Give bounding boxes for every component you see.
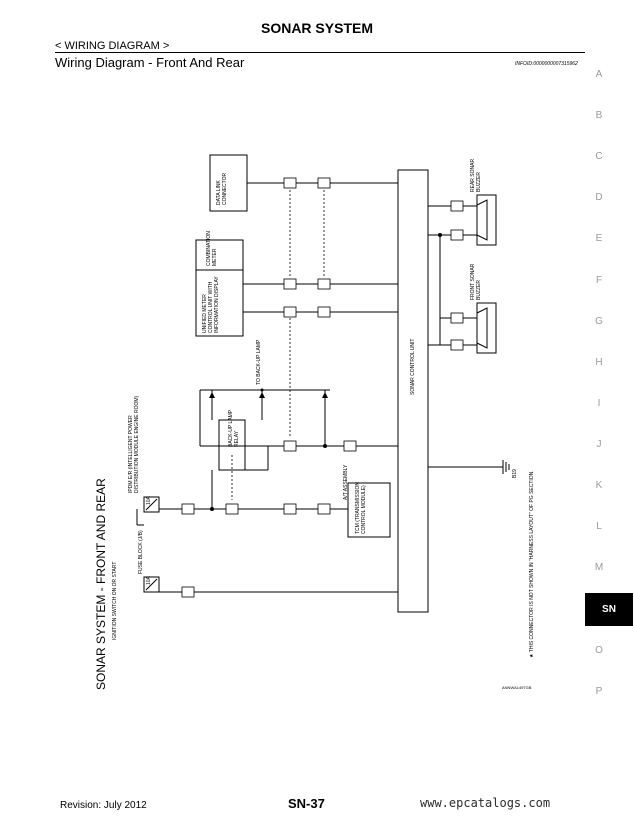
rear-buzzer-label: REAR SONAR BUZZER [470, 158, 482, 192]
sonar-control-unit-box [397, 169, 429, 613]
side-index-i[interactable]: I [597, 398, 601, 409]
breadcrumb[interactable]: < WIRING DIAGRAM > [55, 40, 170, 52]
ipdm-rating: 10A [146, 496, 152, 505]
page-title: SONAR SYSTEM [260, 20, 373, 36]
tcm-sub-label: A/T ASSEMBLY [343, 464, 349, 500]
side-index-c[interactable]: C [595, 151, 603, 162]
ignition-label: IGNITION SWITCH ON OR START [112, 561, 118, 640]
side-index-b[interactable]: B [595, 110, 603, 121]
page-number: SN-37 [288, 796, 325, 811]
info-id: INFOID:0000000007315962 [515, 61, 578, 67]
diagram-vertical-title: SONAR SYSTEM - FRONT AND REAR [94, 478, 108, 690]
sonar-control-unit-label: SONAR CONTROL UNIT [410, 338, 416, 395]
side-index-p[interactable]: P [595, 686, 603, 697]
figure-id: ANNWA1497GB [502, 685, 532, 690]
section-title: Wiring Diagram - Front And Rear [55, 55, 245, 70]
side-index-j[interactable]: J [596, 439, 602, 450]
watermark: www.epcatalogs.com [420, 796, 551, 810]
front-buzzer-label: FRONT SONAR BUZZER [470, 263, 482, 300]
side-index-m[interactable]: M [594, 562, 604, 573]
tcm-label: TCM (TRANSMISSION CONTROL MODULE) [355, 482, 367, 534]
fuse-block-label: FUSE BLOCK (J/B) [138, 530, 144, 574]
side-index-f[interactable]: F [595, 275, 603, 286]
unified-meter-label: UNIFIED METER CONTROL UNIT WITH INFORMAT… [202, 276, 220, 333]
ipdm-label: IPDM E/R (INTELLIGENT POWER DISTRIBUTION… [128, 395, 140, 493]
side-index-a[interactable]: A [595, 69, 603, 80]
harness-note: ★ THIS CONNECTOR IS NOT SHOWN IN "HARNES… [529, 470, 535, 658]
side-index-g[interactable]: G [595, 316, 603, 327]
side-index-k[interactable]: K [595, 480, 603, 491]
side-index-e[interactable]: E [595, 233, 603, 244]
side-index-l[interactable]: L [596, 521, 602, 532]
dlc-label: DATA LINK CONNECTOR [216, 172, 228, 205]
side-index-sn-active[interactable]: SN [585, 593, 633, 626]
combination-meter-box [195, 239, 244, 337]
to-backup-lamp-label: TO BACK-UP LAMP [256, 339, 262, 385]
side-index-d[interactable]: D [595, 192, 603, 203]
title-divider [55, 52, 585, 53]
combination-meter-label: COMBINATION METER [206, 231, 218, 266]
revision: Revision: July 2012 [60, 800, 147, 811]
ground-label: B19 [512, 469, 518, 478]
side-index-h[interactable]: H [595, 357, 603, 368]
side-index-o[interactable]: O [595, 645, 603, 656]
relay-label: BACK-UP LAMP RELAY [228, 409, 240, 447]
fuse-block-rating: 10A [146, 576, 152, 585]
